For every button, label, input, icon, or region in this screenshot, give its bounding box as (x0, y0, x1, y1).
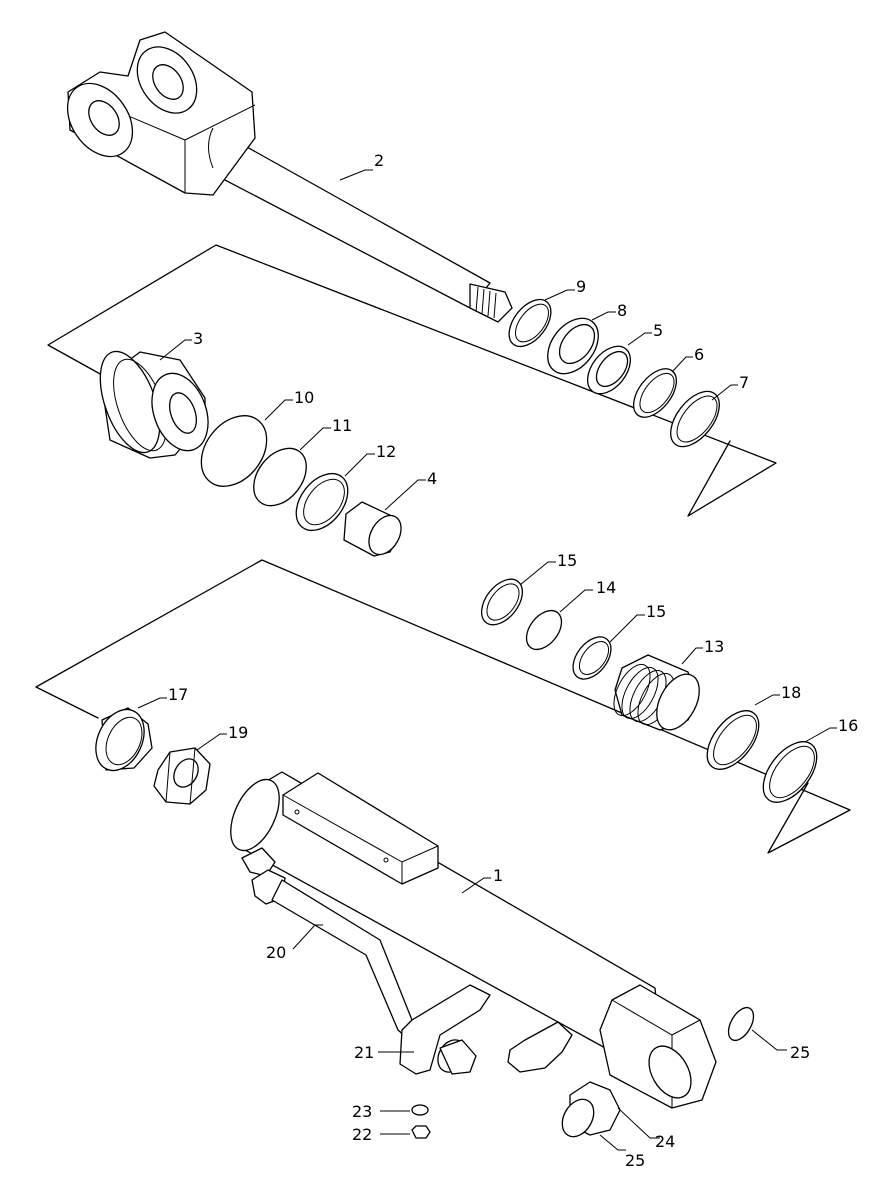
part-labels: 2 9 8 5 6 7 3 10 11 12 4 15 14 15 13 18 … (168, 151, 858, 1170)
head-group-frame (35, 559, 851, 854)
label-part-22: 22 (352, 1125, 372, 1144)
label-part-12: 12 (376, 442, 396, 461)
bushing-part-24 (561, 1081, 621, 1138)
label-part-15-upper: 15 (557, 551, 577, 570)
label-part-11: 11 (332, 416, 352, 435)
wear-ring-part-15-upper (480, 578, 524, 626)
o-ring-part-10 (200, 415, 268, 487)
label-part-13: 13 (704, 637, 724, 656)
label-part-15-lower: 15 (646, 602, 666, 621)
label-part-6: 6 (694, 345, 704, 364)
nut-part-22 (411, 1125, 431, 1139)
seal-part-6 (632, 368, 678, 418)
leader-lines (137, 169, 837, 1151)
label-part-4: 4 (427, 469, 437, 488)
seal-part-8 (547, 317, 599, 375)
seal-part-25-upper (727, 1006, 755, 1042)
label-part-3: 3 (193, 329, 203, 348)
clamp-part-21 (399, 984, 491, 1075)
piston-part-13 (613, 654, 700, 731)
rod-group-frame (47, 244, 777, 517)
label-part-25-lower: 25 (625, 1151, 645, 1170)
label-part-14: 14 (596, 578, 616, 597)
label-part-7: 7 (739, 373, 749, 392)
label-part-23: 23 (352, 1102, 372, 1121)
label-part-1: 1 (493, 866, 503, 885)
seal-part-14 (525, 609, 563, 651)
label-part-19: 19 (228, 723, 248, 742)
label-part-2: 2 (374, 151, 384, 170)
piston-rod-part-2 (66, 31, 513, 323)
ring-part-12 (295, 473, 349, 531)
label-part-18: 18 (781, 683, 801, 702)
seal-part-16 (762, 741, 818, 803)
seal-part-18 (706, 710, 760, 770)
label-part-20: 20 (266, 943, 286, 962)
seal-part-9 (508, 298, 552, 348)
nut-part-19 (153, 747, 211, 805)
washer-part-23 (411, 1104, 429, 1116)
label-part-8: 8 (617, 301, 627, 320)
seal-part-7 (670, 390, 720, 448)
wear-ring-part-15-lower (572, 636, 612, 680)
label-part-5: 5 (653, 321, 663, 340)
label-part-17: 17 (168, 685, 188, 704)
cylinder-tube-part-1 (230, 771, 717, 1109)
label-part-16: 16 (838, 716, 858, 735)
seal-part-5 (587, 345, 631, 395)
label-part-24: 24 (655, 1132, 675, 1151)
label-part-10: 10 (294, 388, 314, 407)
label-part-21: 21 (354, 1043, 374, 1062)
label-part-25-upper: 25 (790, 1043, 810, 1062)
o-ring-part-11 (253, 447, 307, 507)
bushing-part-4 (343, 501, 402, 557)
collar-part-17 (95, 707, 153, 772)
label-part-9: 9 (576, 277, 586, 296)
gland-part-3 (99, 350, 209, 459)
